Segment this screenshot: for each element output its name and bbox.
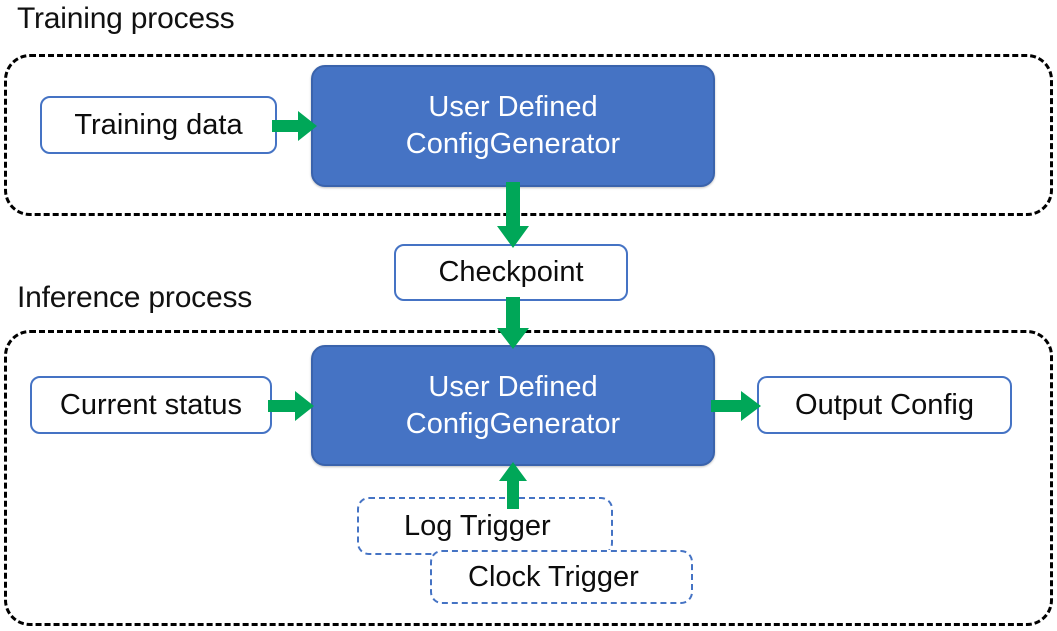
node-checkpoint[interactable]: Checkpoint (394, 244, 628, 301)
node-output-config-label: Output Config (795, 388, 974, 421)
node-clock-trigger[interactable]: Clock Trigger (430, 550, 693, 604)
node-training-data-label: Training data (74, 108, 243, 141)
node-udcg-inference-label-line2: ConfigGenerator (405, 407, 621, 440)
node-current-status[interactable]: Current status (30, 376, 272, 434)
node-udcg-inference-label-line1: User Defined (428, 370, 598, 403)
section-title-inference: Inference process (17, 281, 253, 314)
arrow-triggers-to-config-generator-icon (497, 462, 529, 509)
node-user-defined-config-generator-training[interactable]: User Defined ConfigGenerator (311, 65, 715, 187)
arrow-checkpoint-to-config-generator-icon (495, 297, 531, 351)
arrow-training-data-to-config-generator-icon (272, 108, 318, 144)
node-clock-trigger-label: Clock Trigger (468, 560, 639, 593)
node-log-trigger-label: Log Trigger (404, 509, 551, 542)
node-udcg-training-label: User Defined ConfigGenerator (406, 89, 620, 163)
section-title-training: Training process (17, 2, 235, 35)
node-udcg-inference-label: User Defined ConfigGenerator (406, 369, 620, 443)
node-current-status-label: Current status (59, 388, 243, 421)
node-log-trigger[interactable]: Log Trigger (357, 497, 613, 555)
node-udcg-training-label-line2: ConfigGenerator (405, 128, 621, 160)
node-training-data[interactable]: Training data (40, 96, 277, 154)
node-output-config[interactable]: Output Config (757, 376, 1012, 434)
arrow-config-generator-to-output-config-icon (711, 388, 763, 424)
node-udcg-training-label-line1: User Defined (428, 91, 598, 123)
training-process-container (4, 54, 1053, 216)
arrow-current-status-to-config-generator-icon (268, 388, 316, 424)
arrow-config-generator-to-checkpoint-icon (495, 182, 531, 250)
node-user-defined-config-generator-inference[interactable]: User Defined ConfigGenerator (311, 345, 715, 466)
node-checkpoint-label: Checkpoint (438, 256, 584, 288)
inference-process-container (4, 330, 1053, 626)
